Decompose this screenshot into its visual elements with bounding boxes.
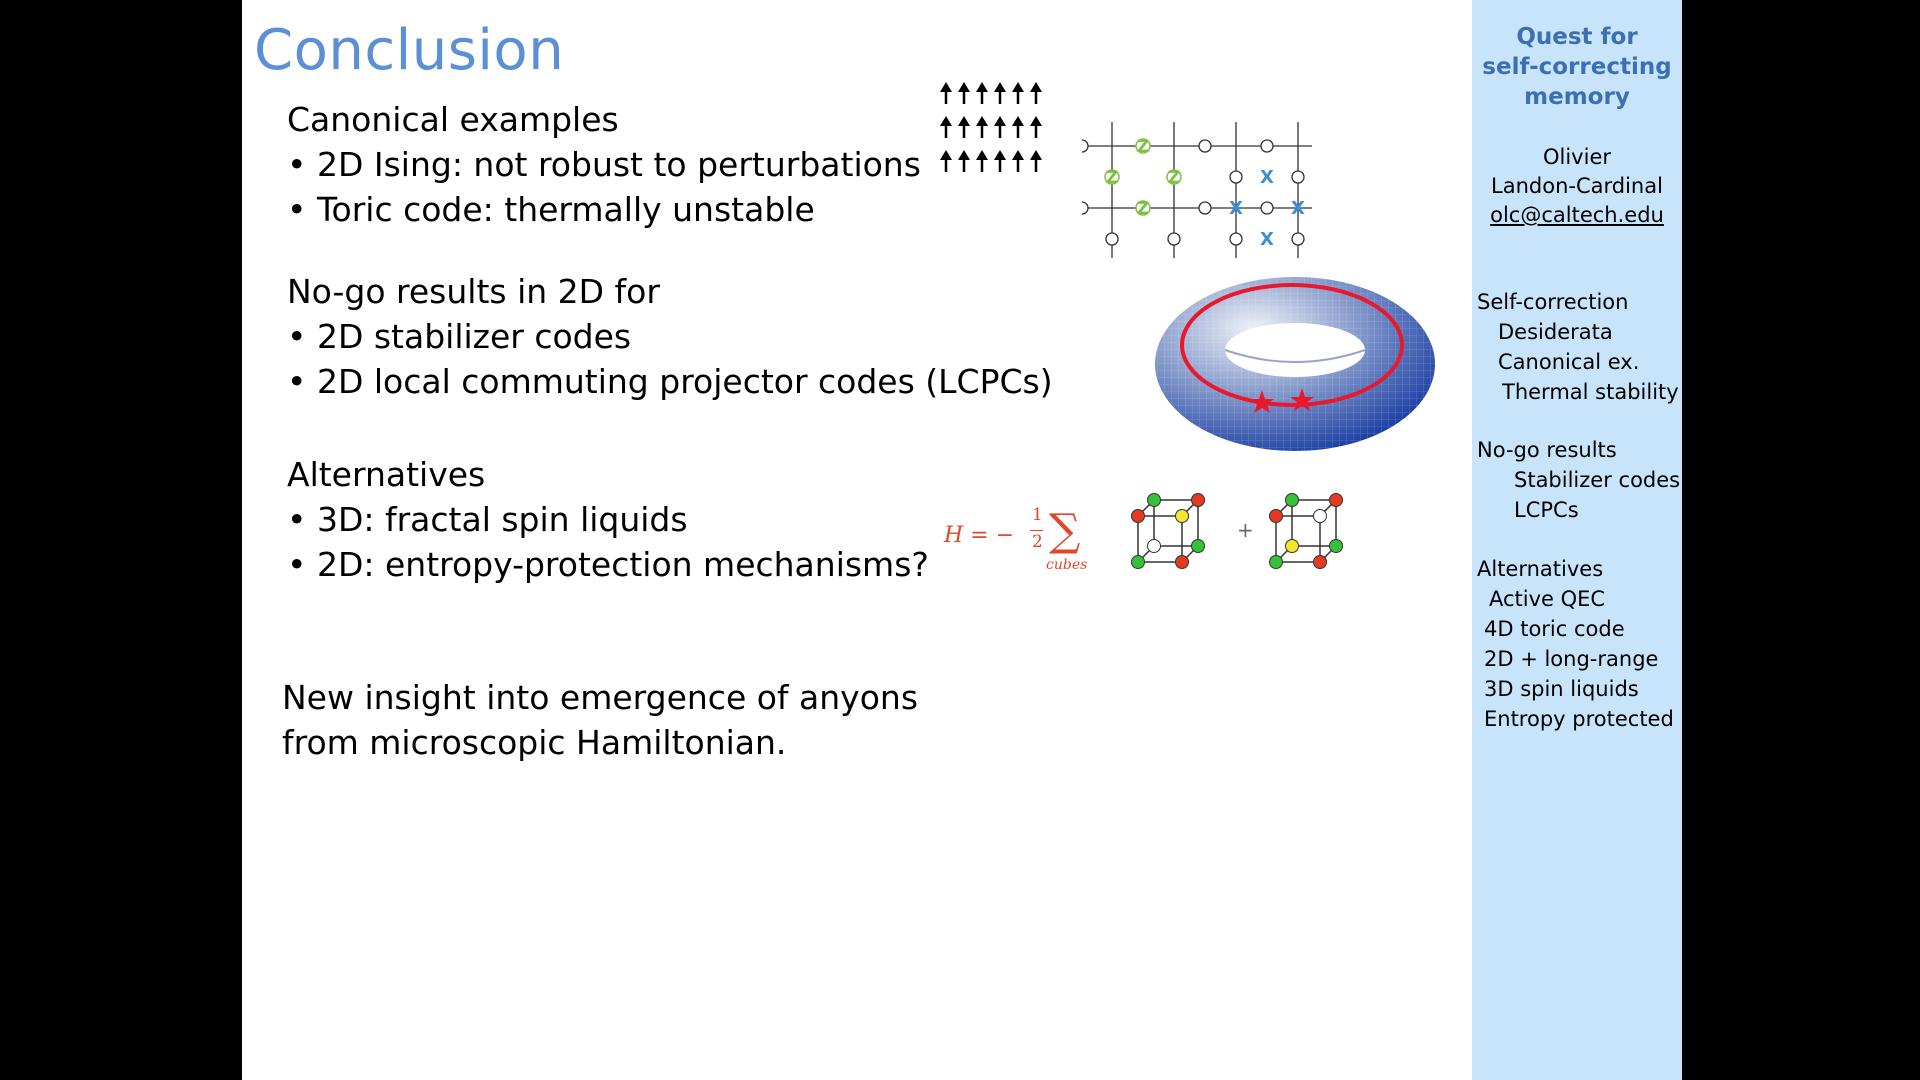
author-email-link[interactable]: olc@caltech.edu (1490, 203, 1664, 227)
x-operators: X X X X (1229, 167, 1305, 250)
bullet-marker: • (287, 145, 307, 184)
x-label: X (1260, 229, 1274, 250)
x-label: X (1260, 167, 1274, 188)
formula-denominator: 2 (1032, 532, 1043, 552)
bullet-marker: • (287, 545, 307, 584)
sidebar-nav-active-qec[interactable]: Active QEC (1489, 587, 1606, 611)
bullet-marker: • (287, 362, 307, 401)
z-label: Z (1137, 199, 1149, 219)
sidebar-title: Quest for self-correcting memory (1472, 22, 1682, 112)
sidebar-nav-thermal-stability[interactable]: Thermal stability (1502, 380, 1679, 404)
bullet-text: 2D Ising: not robust to perturbations (316, 145, 921, 184)
sidebar-title-line: self-correcting (1482, 54, 1672, 80)
torus-hole (1225, 323, 1365, 377)
z-label: Z (1168, 168, 1180, 188)
slide-title: Conclusion (254, 18, 565, 83)
sidebar-nav-stabilizer-codes[interactable]: Stabilizer codes (1514, 468, 1681, 492)
formula-sum: ∑ (1049, 505, 1081, 556)
bullet-marker: • (287, 317, 307, 356)
formula-subscript: cubes (1046, 557, 1088, 573)
spin-arrows (940, 82, 1044, 174)
sidebar-nav-entropy-protected[interactable]: Entropy protected (1484, 707, 1674, 731)
sidebar-nav-desiderata[interactable]: Desiderata (1498, 320, 1613, 344)
section-heading-no-go: No-go results in 2D for (287, 272, 660, 311)
author-last-name: Landon-Cardinal (1491, 174, 1663, 198)
bullet-entropy: • 2D: entropy-protection mechanisms? (287, 545, 929, 584)
sidebar: Quest for self-correcting memory Olivier… (1472, 0, 1682, 1080)
sidebar-nav-alternatives[interactable]: Alternatives (1477, 557, 1604, 581)
z-operators: Z Z Z Z (1104, 137, 1182, 219)
bullet-stabilizer: • 2D stabilizer codes (287, 317, 631, 356)
formula-numerator: 1 (1032, 505, 1043, 525)
x-label: X (1229, 198, 1243, 219)
bullet-lcpc: • 2D local commuting projector codes (LC… (287, 362, 1053, 401)
formula-lhs: H = − (944, 523, 1015, 548)
bullet-text: Toric code: thermally unstable (316, 190, 815, 229)
toric-lattice-figure: Z Z Z Z X X X X (1082, 122, 1312, 258)
sidebar-nav-lcpcs[interactable]: LCPCs (1514, 498, 1579, 522)
bullet-text: 2D local commuting projector codes (LCPC… (316, 362, 1053, 401)
sidebar-nav-canonical-ex[interactable]: Canonical ex. (1498, 350, 1640, 374)
bullet-toric: • Toric code: thermally unstable (287, 190, 815, 229)
sidebar-nav-4d-toric-code[interactable]: 4D toric code (1484, 617, 1625, 641)
hamiltonian-formula: H = − 1 2 ∑ cubes (944, 505, 1094, 575)
cube-operator-2 (1269, 493, 1343, 569)
sidebar-nav-2d-long-range[interactable]: 2D + long-range (1484, 647, 1659, 671)
sidebar-nav-3d-spin-liquids[interactable]: 3D spin liquids (1484, 677, 1639, 701)
x-label: X (1291, 198, 1305, 219)
sidebar-author: Olivier Landon-Cardinal olc@caltech.edu (1472, 143, 1682, 230)
bullet-marker: • (287, 190, 307, 229)
z-label: Z (1137, 137, 1149, 157)
anyon-star (1290, 388, 1314, 411)
anyon-star (1250, 390, 1274, 413)
section-heading-alternatives: Alternatives (287, 455, 486, 494)
bullet-ising: • 2D Ising: not robust to perturbations (287, 145, 921, 184)
ising-spins-figure (940, 82, 1044, 174)
author-first-name: Olivier (1542, 145, 1611, 169)
sidebar-title-line: memory (1524, 84, 1630, 110)
formula-fraction-bar (1030, 530, 1043, 531)
bullet-text: 2D: entropy-protection mechanisms? (316, 545, 929, 584)
bullet-text: 3D: fractal spin liquids (316, 500, 688, 539)
slide-canvas: Conclusion Canonical examples • 2D Ising… (242, 0, 1472, 1080)
torus-figure (1155, 277, 1435, 451)
bullet-marker: • (287, 500, 307, 539)
logical-loop (1180, 283, 1404, 407)
section-heading-canonical: Canonical examples (287, 100, 619, 139)
cube-operator-1 (1131, 493, 1205, 569)
insight-line-2: from microscopic Hamiltonian. (282, 723, 787, 762)
bullet-text: 2D stabilizer codes (316, 317, 632, 356)
sidebar-title-line: Quest for (1516, 24, 1638, 50)
insight-line-1: New insight into emergence of anyons (282, 678, 919, 717)
sidebar-nav-no-go-results[interactable]: No-go results (1477, 438, 1617, 462)
z-label: Z (1106, 168, 1118, 188)
sidebar-nav-self-correction[interactable]: Self-correction (1477, 290, 1629, 314)
formula-plus: + (1237, 518, 1254, 542)
bullet-fractal: • 3D: fractal spin liquids (287, 500, 688, 539)
